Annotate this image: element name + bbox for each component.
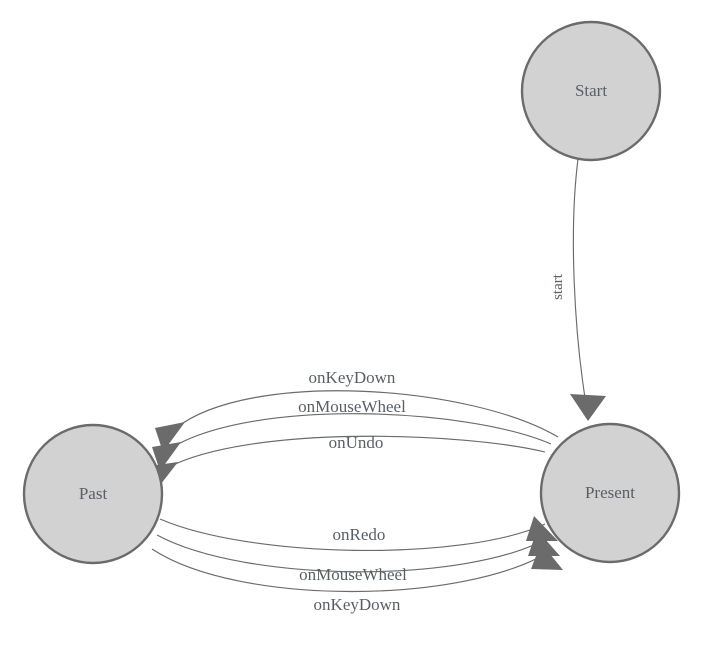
- edge-past-present-3-label: onKeyDown: [314, 595, 401, 614]
- node-present[interactable]: Present: [539, 422, 681, 564]
- node-present-label: Present: [585, 483, 635, 502]
- edge-past-present-2-label: onMouseWheel: [299, 565, 407, 584]
- edge-past-to-present-onmousewheel[interactable]: onMouseWheel: [156, 530, 560, 584]
- edge-past-present-2-arrowhead: [528, 530, 560, 556]
- edge-present-past-3-path: [166, 435, 546, 469]
- edge-present-past-1-label: onKeyDown: [309, 368, 396, 387]
- edge-present-past-3-label: onUndo: [329, 433, 384, 452]
- edge-present-to-past-onundo[interactable]: onUndo: [150, 433, 546, 489]
- edge-present-past-2-arrowhead: [152, 442, 181, 471]
- edge-present-to-past-onmousewheel[interactable]: onMouseWheel: [152, 397, 552, 471]
- edge-past-present-1-path: [159, 518, 546, 552]
- edge-start-to-present[interactable]: start: [550, 158, 606, 421]
- node-past-circle: [22, 423, 164, 565]
- edge-start-path: [572, 158, 587, 405]
- edge-past-to-present-onkeydown[interactable]: onKeyDown: [151, 543, 563, 614]
- edge-start-label: start: [550, 273, 566, 300]
- edge-start-arrowhead: [570, 394, 606, 421]
- node-start-circle: [520, 20, 662, 162]
- edge-past-present-2-path: [156, 534, 549, 573]
- node-present-circle: [539, 422, 681, 564]
- node-start-label: Start: [575, 81, 607, 100]
- edge-past-present-3-arrowhead: [531, 543, 563, 570]
- edge-present-past-2-label: onMouseWheel: [298, 397, 406, 416]
- edge-present-past-1-arrowhead: [155, 422, 185, 452]
- node-start[interactable]: Start: [520, 20, 662, 162]
- node-past[interactable]: Past: [22, 423, 164, 565]
- edge-past-present-1-label: onRedo: [333, 525, 386, 544]
- edge-past-present-1-arrowhead: [526, 516, 558, 541]
- edge-present-past-1-path: [175, 390, 559, 438]
- edge-past-to-present-onredo[interactable]: onRedo: [159, 516, 558, 552]
- edge-past-present-3-path: [151, 548, 553, 593]
- edge-present-to-past-onkeydown[interactable]: onKeyDown: [155, 368, 559, 452]
- edge-present-past-2-path: [170, 413, 552, 449]
- node-past-label: Past: [79, 484, 108, 503]
